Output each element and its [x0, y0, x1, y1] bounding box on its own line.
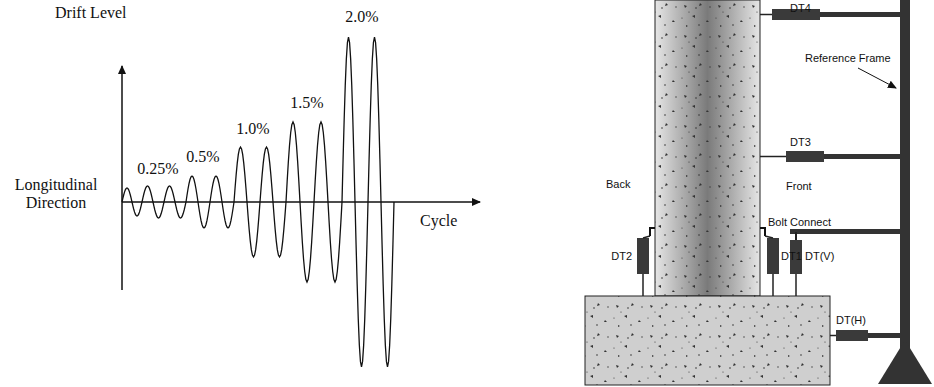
drift-level-label: 0.25% — [137, 160, 178, 178]
transducer-label: DT(H) — [836, 314, 866, 327]
column — [655, 0, 760, 296]
part-label: Reference Frame — [805, 52, 891, 65]
axis-title: Longitudinal Direction — [2, 176, 110, 213]
drift-level-label: 1.0% — [236, 120, 269, 138]
part-label: Bolt Connect — [768, 216, 831, 229]
drift-level-label: 0.5% — [186, 148, 219, 166]
transducer-label: DT4 — [790, 2, 811, 15]
leader-line — [858, 68, 896, 88]
reference-frame-post — [900, 0, 910, 350]
reference-frame-base — [878, 340, 932, 384]
drift-level-label: 1.5% — [290, 94, 323, 112]
transducer — [836, 330, 868, 341]
side-label: Back — [606, 178, 630, 191]
cyclic-wave — [122, 37, 394, 367]
axis-title: Cycle — [420, 212, 457, 230]
bolt-bracket — [650, 228, 765, 236]
side-label: Front — [786, 180, 812, 193]
transducer-label: DT1 — [781, 250, 802, 263]
axis-title: Drift Level — [55, 4, 127, 22]
transducer-label: DT2 — [611, 250, 632, 263]
footing-texture — [585, 296, 830, 385]
y-axis — [121, 66, 123, 290]
transducer-label: DT(V) — [805, 250, 834, 263]
transducer — [767, 238, 779, 274]
frame-arm — [790, 229, 902, 234]
frame-arm — [868, 333, 902, 338]
column-texture — [655, 0, 760, 296]
transducer — [786, 151, 824, 162]
transducer — [637, 238, 649, 274]
transducer-label: DT3 — [790, 136, 811, 149]
frame-arm — [818, 12, 902, 17]
footing — [585, 296, 830, 385]
drift-level-label: 2.0% — [345, 8, 378, 26]
frame-arm — [824, 154, 902, 159]
